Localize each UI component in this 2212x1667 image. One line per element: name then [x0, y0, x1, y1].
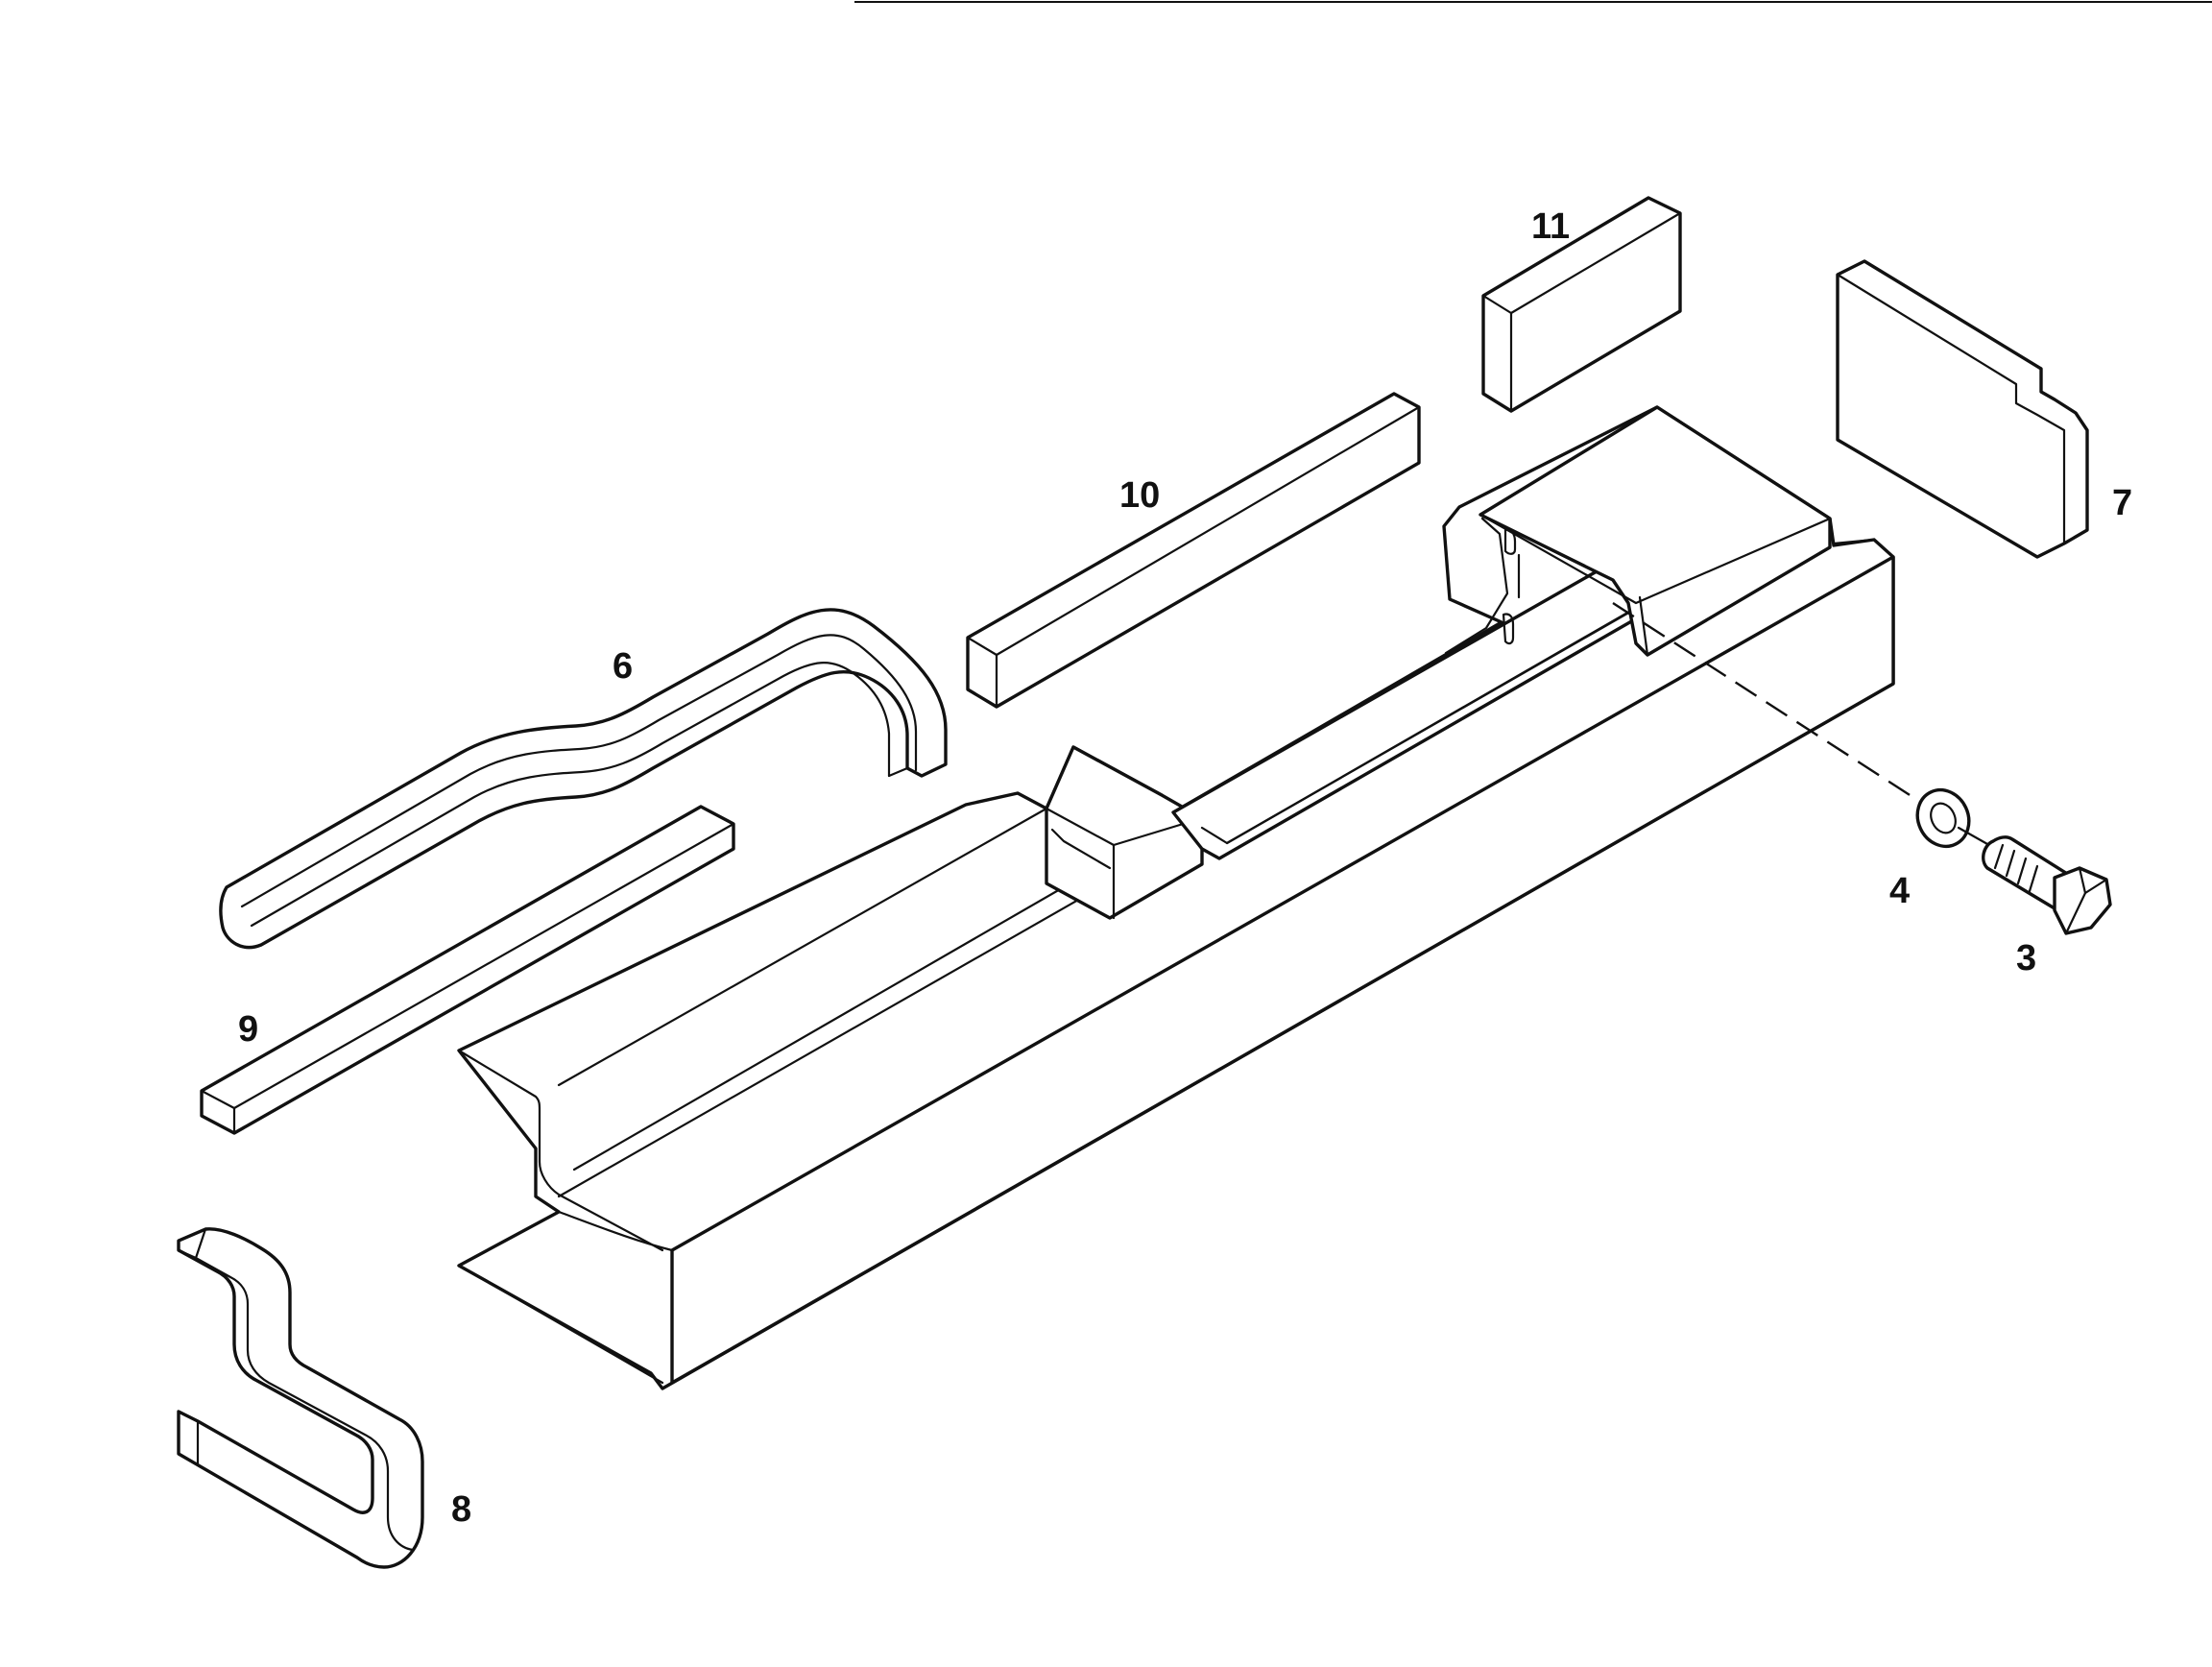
part-3-hex-bolt: [1982, 835, 2112, 935]
callout-10: 10: [1119, 475, 1160, 516]
part-10-long-bar: [966, 392, 1421, 709]
callout-6: 6: [613, 646, 633, 687]
assembly-leader-line: [1612, 601, 1935, 812]
part-11-small-block: [1481, 196, 1682, 413]
part-9-square-bar: [200, 805, 735, 1135]
callout-4: 4: [1889, 871, 1910, 911]
callout-7: 7: [2112, 483, 2132, 523]
part-6-u-strip: [219, 608, 948, 950]
part-7-end-block: [1836, 259, 2089, 559]
callout-8: 8: [451, 1489, 471, 1530]
callout-9: 9: [238, 1009, 258, 1050]
callout-3: 3: [2016, 938, 2036, 978]
part-8-s-strip: [177, 1227, 424, 1569]
main-channel-frame: [457, 405, 1895, 1390]
callout-11: 11: [1531, 206, 1570, 247]
part-4-washer: [1915, 787, 1971, 849]
